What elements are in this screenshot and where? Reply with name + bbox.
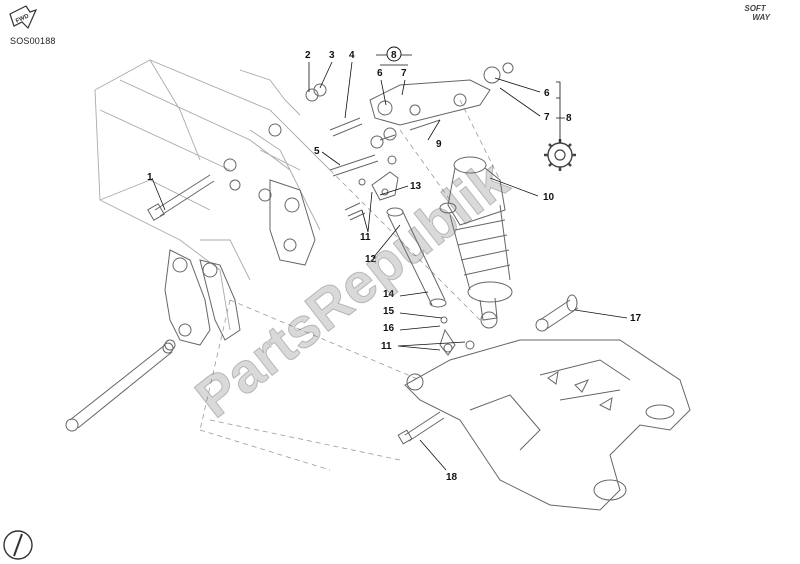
- small-parts-cluster: [329, 154, 399, 221]
- brand-line-1: SOFT: [744, 4, 766, 13]
- callout-9: 9: [436, 139, 442, 150]
- drawing-code: SOS00188: [10, 36, 56, 46]
- frame-outline: [94, 59, 331, 351]
- fwd-arrow-icon: FWD: [9, 5, 38, 30]
- rocker-linkage: [305, 62, 514, 149]
- callout-15: 15: [383, 306, 395, 317]
- callout-7-right: 7: [544, 112, 550, 123]
- kit-bracket-top: [376, 46, 412, 66]
- callout-5: 5: [314, 146, 320, 157]
- callout-11-lower: 11: [381, 341, 392, 352]
- callout-4: 4: [349, 50, 355, 61]
- callout-14: 14: [383, 289, 395, 300]
- callout-18: 18: [446, 472, 458, 483]
- pin-17: [535, 294, 579, 332]
- callout-11: 11: [360, 232, 371, 243]
- rear-shock-absorber: [439, 156, 513, 329]
- callout-8-right: 8: [566, 113, 572, 124]
- bolt-18: [397, 411, 445, 445]
- callout-12: 12: [365, 254, 377, 265]
- callout-2: 2: [305, 50, 311, 61]
- tie-rod: [386, 207, 475, 356]
- callout-1: 1: [147, 172, 153, 183]
- callout-numbers: 2 3 4 8 6 7 6 7 8 9 5 1 13 10 11 12 14 1…: [147, 50, 642, 483]
- logo-mark-icon: [3, 530, 33, 560]
- brand-line-2: WAY: [752, 13, 770, 22]
- assembly-guide-lines: [199, 99, 501, 471]
- kit-bracket-right: [556, 81, 565, 142]
- callout-7-top: 7: [401, 68, 407, 79]
- callout-6-right: 6: [544, 88, 550, 99]
- callout-3: 3: [329, 50, 335, 61]
- gear-icon: [544, 139, 576, 171]
- softway-logo: SOFT WAY: [744, 4, 770, 22]
- leader-lines: [151, 61, 628, 471]
- callout-10: 10: [543, 192, 555, 203]
- swingarm: [404, 339, 691, 511]
- swingarm-pivot-shaft: [65, 342, 174, 432]
- callout-13: 13: [410, 181, 422, 192]
- fwd-label: FWD: [15, 13, 31, 24]
- callout-8-top: 8: [391, 50, 397, 61]
- callout-6-top: 6: [377, 68, 383, 79]
- bolt-1: [147, 174, 215, 221]
- callout-17: 17: [630, 313, 642, 324]
- callout-16: 16: [383, 323, 395, 334]
